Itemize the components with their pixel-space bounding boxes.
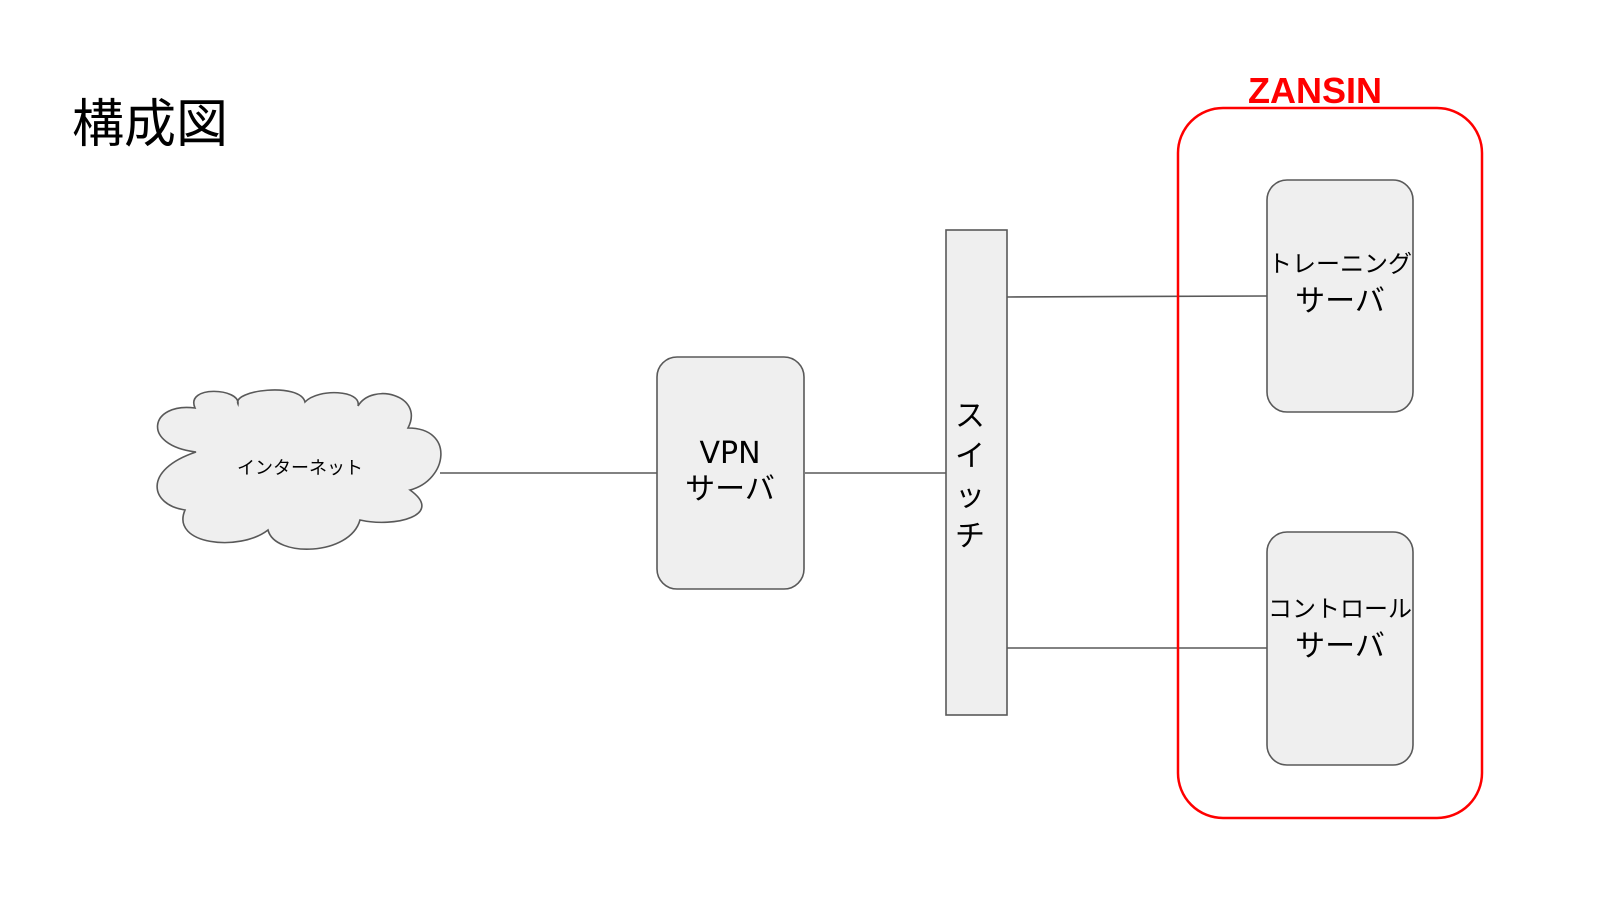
training-server-box [1266,179,1414,413]
page-title: 構成図 [72,95,229,155]
control-server-label-line1: コントロール [1268,595,1412,623]
training-server-label: トレーニング サーバ [1265,245,1415,321]
vpn-server-label-line1: VPN [699,436,761,471]
vpn-server-label: VPN サーバ [650,436,810,508]
switch-label: ス イ ッ チ [945,397,995,557]
internet-cloud-shape [156,389,442,550]
switch-label-char: チ [955,519,985,554]
training-server-label-line2: サーバ [1295,284,1385,319]
zansin-group-label: ZANSIN [1248,70,1382,111]
vpn-server-box [656,356,805,590]
switch-label-char: ス [955,399,985,434]
edge-switch-training [1006,295,1268,298]
control-server-label-line2: サーバ [1295,629,1385,664]
switch-box [945,229,1008,716]
switch-label-char: ッ [955,479,985,514]
internet-label: インターネット [237,458,363,479]
zansin-group-border [1176,106,1484,820]
training-server-label-line1: トレーニング [1268,250,1412,278]
vpn-server-label-line2: サーバ [685,472,775,507]
control-server-box [1266,531,1414,766]
control-server-label: コントロール サーバ [1265,590,1415,666]
switch-label-char: イ [955,439,985,474]
